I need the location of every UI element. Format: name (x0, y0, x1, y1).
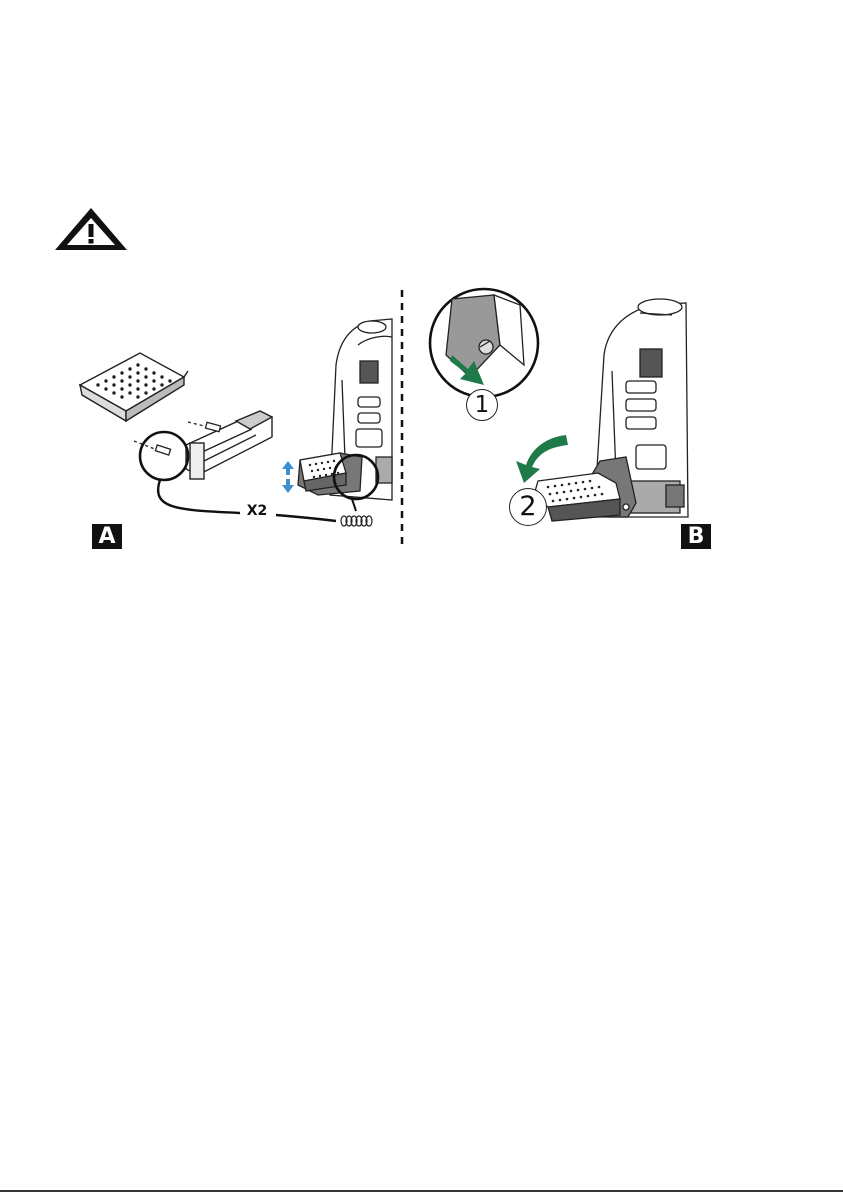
step-number-2: 2 (509, 488, 547, 526)
detail-circle-release (430, 289, 538, 397)
footrest-mounted-a (298, 453, 362, 495)
assembly-illustration (0, 285, 843, 555)
step-number-1: 1 (466, 389, 498, 421)
adjust-arrows-icon (282, 461, 294, 493)
spring-icon (341, 516, 372, 526)
panel-label-a: A (92, 524, 122, 549)
detail-leader-line (158, 480, 240, 513)
detail-loop-bolt (140, 432, 188, 480)
footrest-tray-exploded (80, 353, 188, 421)
green-fold-arrow-icon (516, 435, 568, 483)
warning-triangle-icon (52, 205, 130, 253)
detail-leader-line-right (276, 515, 336, 521)
panel-label-b: B (681, 524, 711, 549)
quantity-multiplier: X2 (240, 502, 274, 520)
mounting-bracket (186, 411, 272, 479)
